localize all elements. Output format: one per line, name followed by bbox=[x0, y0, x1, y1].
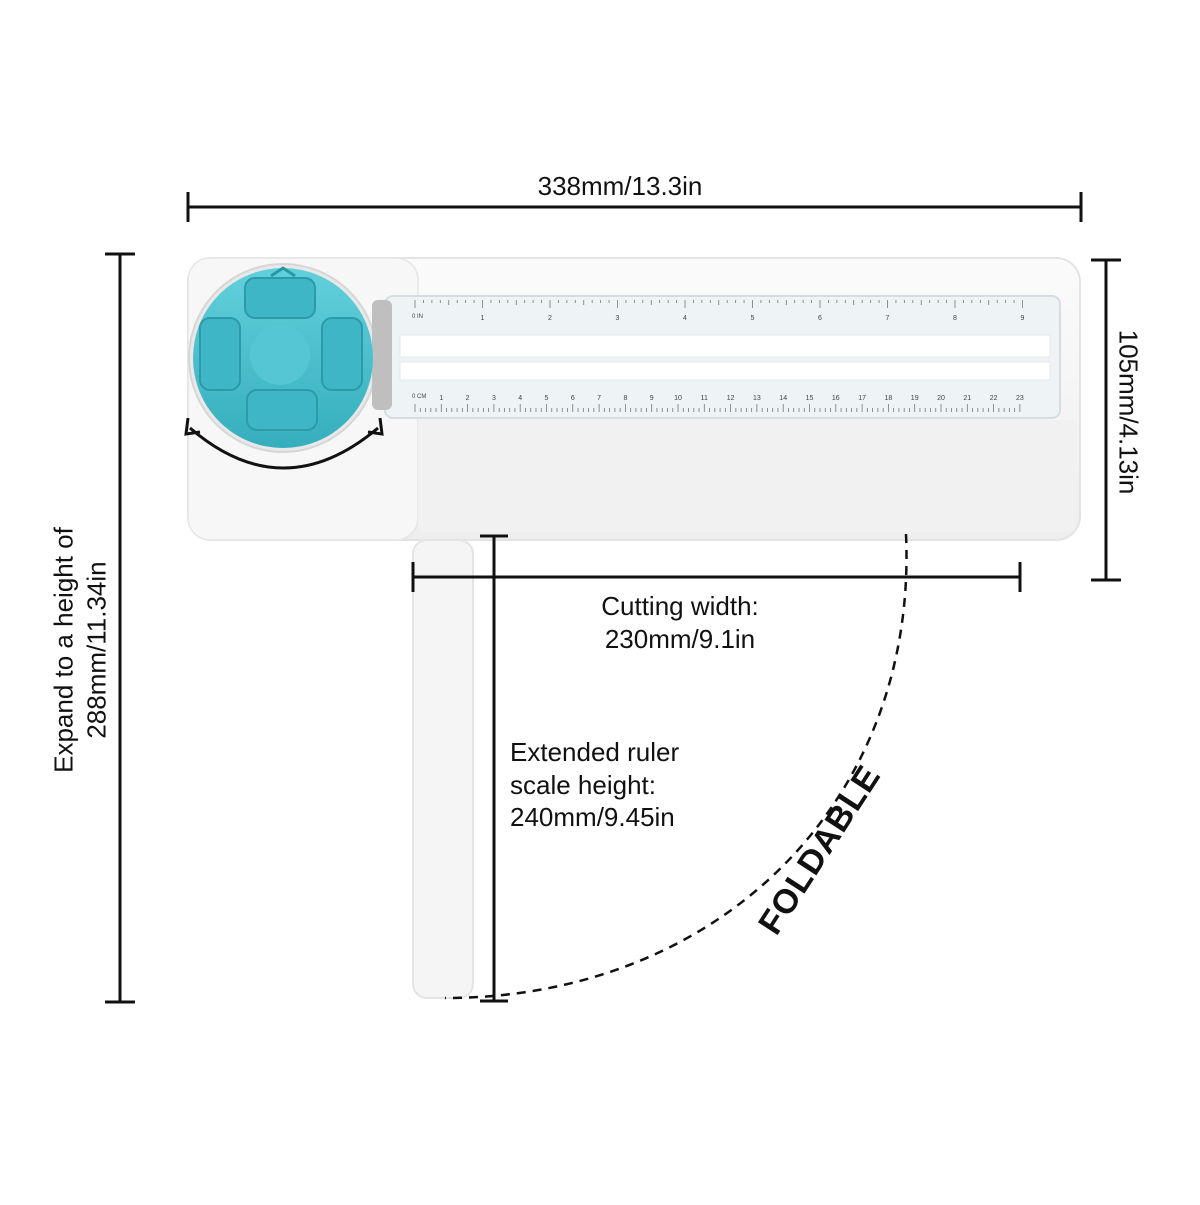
cap-center-dimple bbox=[250, 325, 310, 385]
cutting-label-line1: Cutting width: bbox=[601, 591, 759, 621]
grip-bottom bbox=[246, 389, 318, 431]
cm-tick-label: 10 bbox=[674, 395, 682, 402]
grip-right bbox=[321, 317, 363, 391]
cm-tick-label: 14 bbox=[779, 395, 787, 402]
extended-label-line2: scale height: bbox=[510, 769, 656, 800]
cm-tick-label: 19 bbox=[911, 395, 919, 402]
height-label-line1: Expand to a height of bbox=[48, 527, 79, 773]
cm-tick-label: 8 bbox=[623, 395, 627, 402]
cm-tick-label: 15 bbox=[806, 395, 814, 402]
cm-tick-label: 6 bbox=[571, 395, 575, 402]
ruler-slot bbox=[399, 334, 1051, 358]
cm-tick-label: 23 bbox=[1016, 395, 1024, 402]
grip-left bbox=[199, 317, 241, 391]
cm-tick-label: 5 bbox=[545, 395, 549, 402]
extended-label-line1: Extended ruler bbox=[510, 737, 680, 767]
cm-tick-label: 17 bbox=[858, 395, 866, 402]
inch-tick-label: 5 bbox=[751, 315, 755, 322]
inch-tick-label: 1 bbox=[481, 315, 485, 322]
height-label-line2: 288mm/11.34in bbox=[81, 561, 111, 739]
extended-ruler-label: Extended ruler scale height: 240mm/9.45i… bbox=[510, 736, 679, 834]
cm-tick-label: 22 bbox=[990, 395, 998, 402]
rotate-arrow-head-right bbox=[367, 417, 384, 436]
cutting-area bbox=[418, 420, 1076, 532]
inch-tick-label: 2 bbox=[548, 315, 552, 322]
inch-tick-label: 6 bbox=[818, 315, 822, 322]
inch-tick-label: 7 bbox=[886, 315, 890, 322]
extended-ruler-arm bbox=[412, 539, 474, 999]
cm-tick-label: 4 bbox=[518, 395, 522, 402]
cm-tick-label: 16 bbox=[832, 395, 840, 402]
cm-tick-label: 12 bbox=[727, 395, 735, 402]
width-dimension-label: 338mm/13.3in bbox=[537, 171, 703, 201]
extended-label-line3: 240mm/9.45in bbox=[510, 802, 675, 832]
inch-tick-marks: 1 2 3 4 5 6 7 8 9 bbox=[414, 300, 1025, 322]
cutting-label-line2: 230mm/9.1in bbox=[604, 623, 756, 654]
cutter-blade-holder bbox=[372, 300, 392, 410]
inch-tick-label: 3 bbox=[616, 315, 620, 322]
cm-tick-label: 11 bbox=[701, 395, 708, 402]
rotate-arrow-head-left bbox=[184, 417, 201, 436]
cm-tick-label: 2 bbox=[466, 395, 470, 402]
cm-tick-label: 1 bbox=[439, 395, 443, 402]
cm-tick-label: 21 bbox=[963, 395, 971, 402]
cm-tick-label: 18 bbox=[885, 395, 893, 402]
inch-tick-label: 9 bbox=[1021, 315, 1025, 322]
cm-tick-label: 13 bbox=[753, 395, 761, 402]
ruler-slot-2 bbox=[399, 361, 1051, 381]
inch-tick-label: 4 bbox=[683, 315, 687, 322]
cm-tick-label: 3 bbox=[492, 395, 496, 402]
chevron-up-icon bbox=[270, 266, 296, 278]
inch-zero-label: 0 IN bbox=[412, 314, 423, 320]
cm-tick-label: 7 bbox=[597, 395, 601, 402]
cm-zero-label: 0 CM bbox=[412, 394, 426, 400]
rotate-arrow-icon bbox=[189, 426, 379, 470]
cm-tick-label: 20 bbox=[937, 395, 945, 402]
height-dimension-label: Expand to a height of 288mm/11.34in bbox=[48, 350, 113, 950]
cm-tick-label: 9 bbox=[650, 395, 654, 402]
grip-top bbox=[244, 277, 316, 319]
cutting-width-label: Cutting width: 230mm/9.1in bbox=[540, 590, 820, 655]
depth-dimension-label: 105mm/4.13in bbox=[1113, 329, 1144, 495]
inch-tick-label: 8 bbox=[953, 315, 957, 322]
